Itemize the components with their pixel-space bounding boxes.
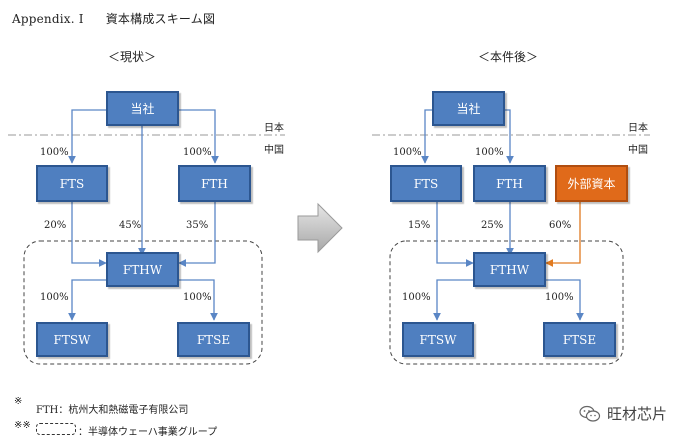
wechat-icon xyxy=(579,405,601,422)
note-2-text: ：半導体ウェーハ事業グループ xyxy=(78,427,218,438)
right-arrows xyxy=(421,109,584,321)
left-pct-tosha-fth: 100% xyxy=(183,147,212,158)
right-pct-tosha-fth: 100% xyxy=(475,147,504,158)
arrow-tosha-fts xyxy=(68,109,106,164)
left-pct-fth-fthw: 35% xyxy=(186,220,209,231)
right-heading: ＜本件後＞ xyxy=(478,50,539,64)
left-box-fth: FTH xyxy=(178,165,251,202)
right-pct-ext-fthw: 60% xyxy=(549,220,572,231)
arrow-r-tosha-fth xyxy=(505,109,514,164)
right-box-ftsw: FTSW xyxy=(402,322,474,357)
left-pct-fthw-ftsw: 100% xyxy=(40,292,69,303)
left-group-container xyxy=(23,240,263,365)
right-box-external: 外部資本 xyxy=(555,165,628,202)
right-pct-fthw-ftse: 100% xyxy=(545,292,574,303)
left-pct-fts-fthw: 20% xyxy=(44,220,67,231)
arrow-fth-fthw xyxy=(178,202,216,267)
right-box-fthw: FTHW xyxy=(473,252,546,287)
left-china-label: 中国 xyxy=(264,145,284,156)
left-pct-fthw-ftse: 100% xyxy=(183,292,212,303)
right-box-ftse: FTSE xyxy=(543,322,616,357)
right-pct-fthw-ftsw: 100% xyxy=(402,292,431,303)
note-2-mark: ※※ xyxy=(14,420,31,431)
arrow-r-ext-fthw xyxy=(545,202,581,267)
right-pct-fts-fthw: 15% xyxy=(408,220,431,231)
dashed-legend-box xyxy=(36,423,76,435)
arrow-r-tosha-fts xyxy=(421,109,432,164)
left-box-fthw: FTHW xyxy=(106,252,179,287)
page-title: Appendix. I 資本構成スキーム図 xyxy=(12,10,215,27)
title-prefix: Appendix. I xyxy=(12,12,84,26)
right-group-container xyxy=(389,240,624,365)
arrow-r-fts-fthw xyxy=(436,202,474,267)
right-box-fts: FTS xyxy=(390,165,462,202)
left-pct-tosha-fthw: 45% xyxy=(119,220,142,231)
right-japan-label: 日本 xyxy=(628,123,648,134)
right-pct-tosha-fts: 100% xyxy=(393,147,422,158)
left-arrows xyxy=(68,109,219,321)
left-heading: ＜現状＞ xyxy=(108,50,157,64)
note-1-text: FTH：杭州大和熱磁電子有限公司 xyxy=(36,405,189,416)
watermark-text: 旺材芯片 xyxy=(606,405,667,423)
left-pct-tosha-fts: 100% xyxy=(40,147,69,158)
left-japan-label: 日本 xyxy=(264,123,284,134)
left-box-fts: FTS xyxy=(36,165,108,202)
arrow-fts-fthw xyxy=(71,202,107,267)
right-china-label: 中国 xyxy=(628,145,648,156)
note-1-mark: ※ xyxy=(14,396,23,407)
left-box-ftse: FTSE xyxy=(177,322,250,357)
left-box-tosha: 当社 xyxy=(106,91,179,126)
right-box-fth: FTH xyxy=(473,165,546,202)
right-arrow-icon xyxy=(297,202,343,254)
title-text: 資本構成スキーム図 xyxy=(105,12,216,26)
left-box-ftsw: FTSW xyxy=(36,322,108,357)
right-pct-fth-fthw: 25% xyxy=(481,220,504,231)
right-box-tosha: 当社 xyxy=(432,91,505,126)
arrow-tosha-fth xyxy=(179,109,219,164)
watermark: 旺材芯片 xyxy=(579,403,667,424)
